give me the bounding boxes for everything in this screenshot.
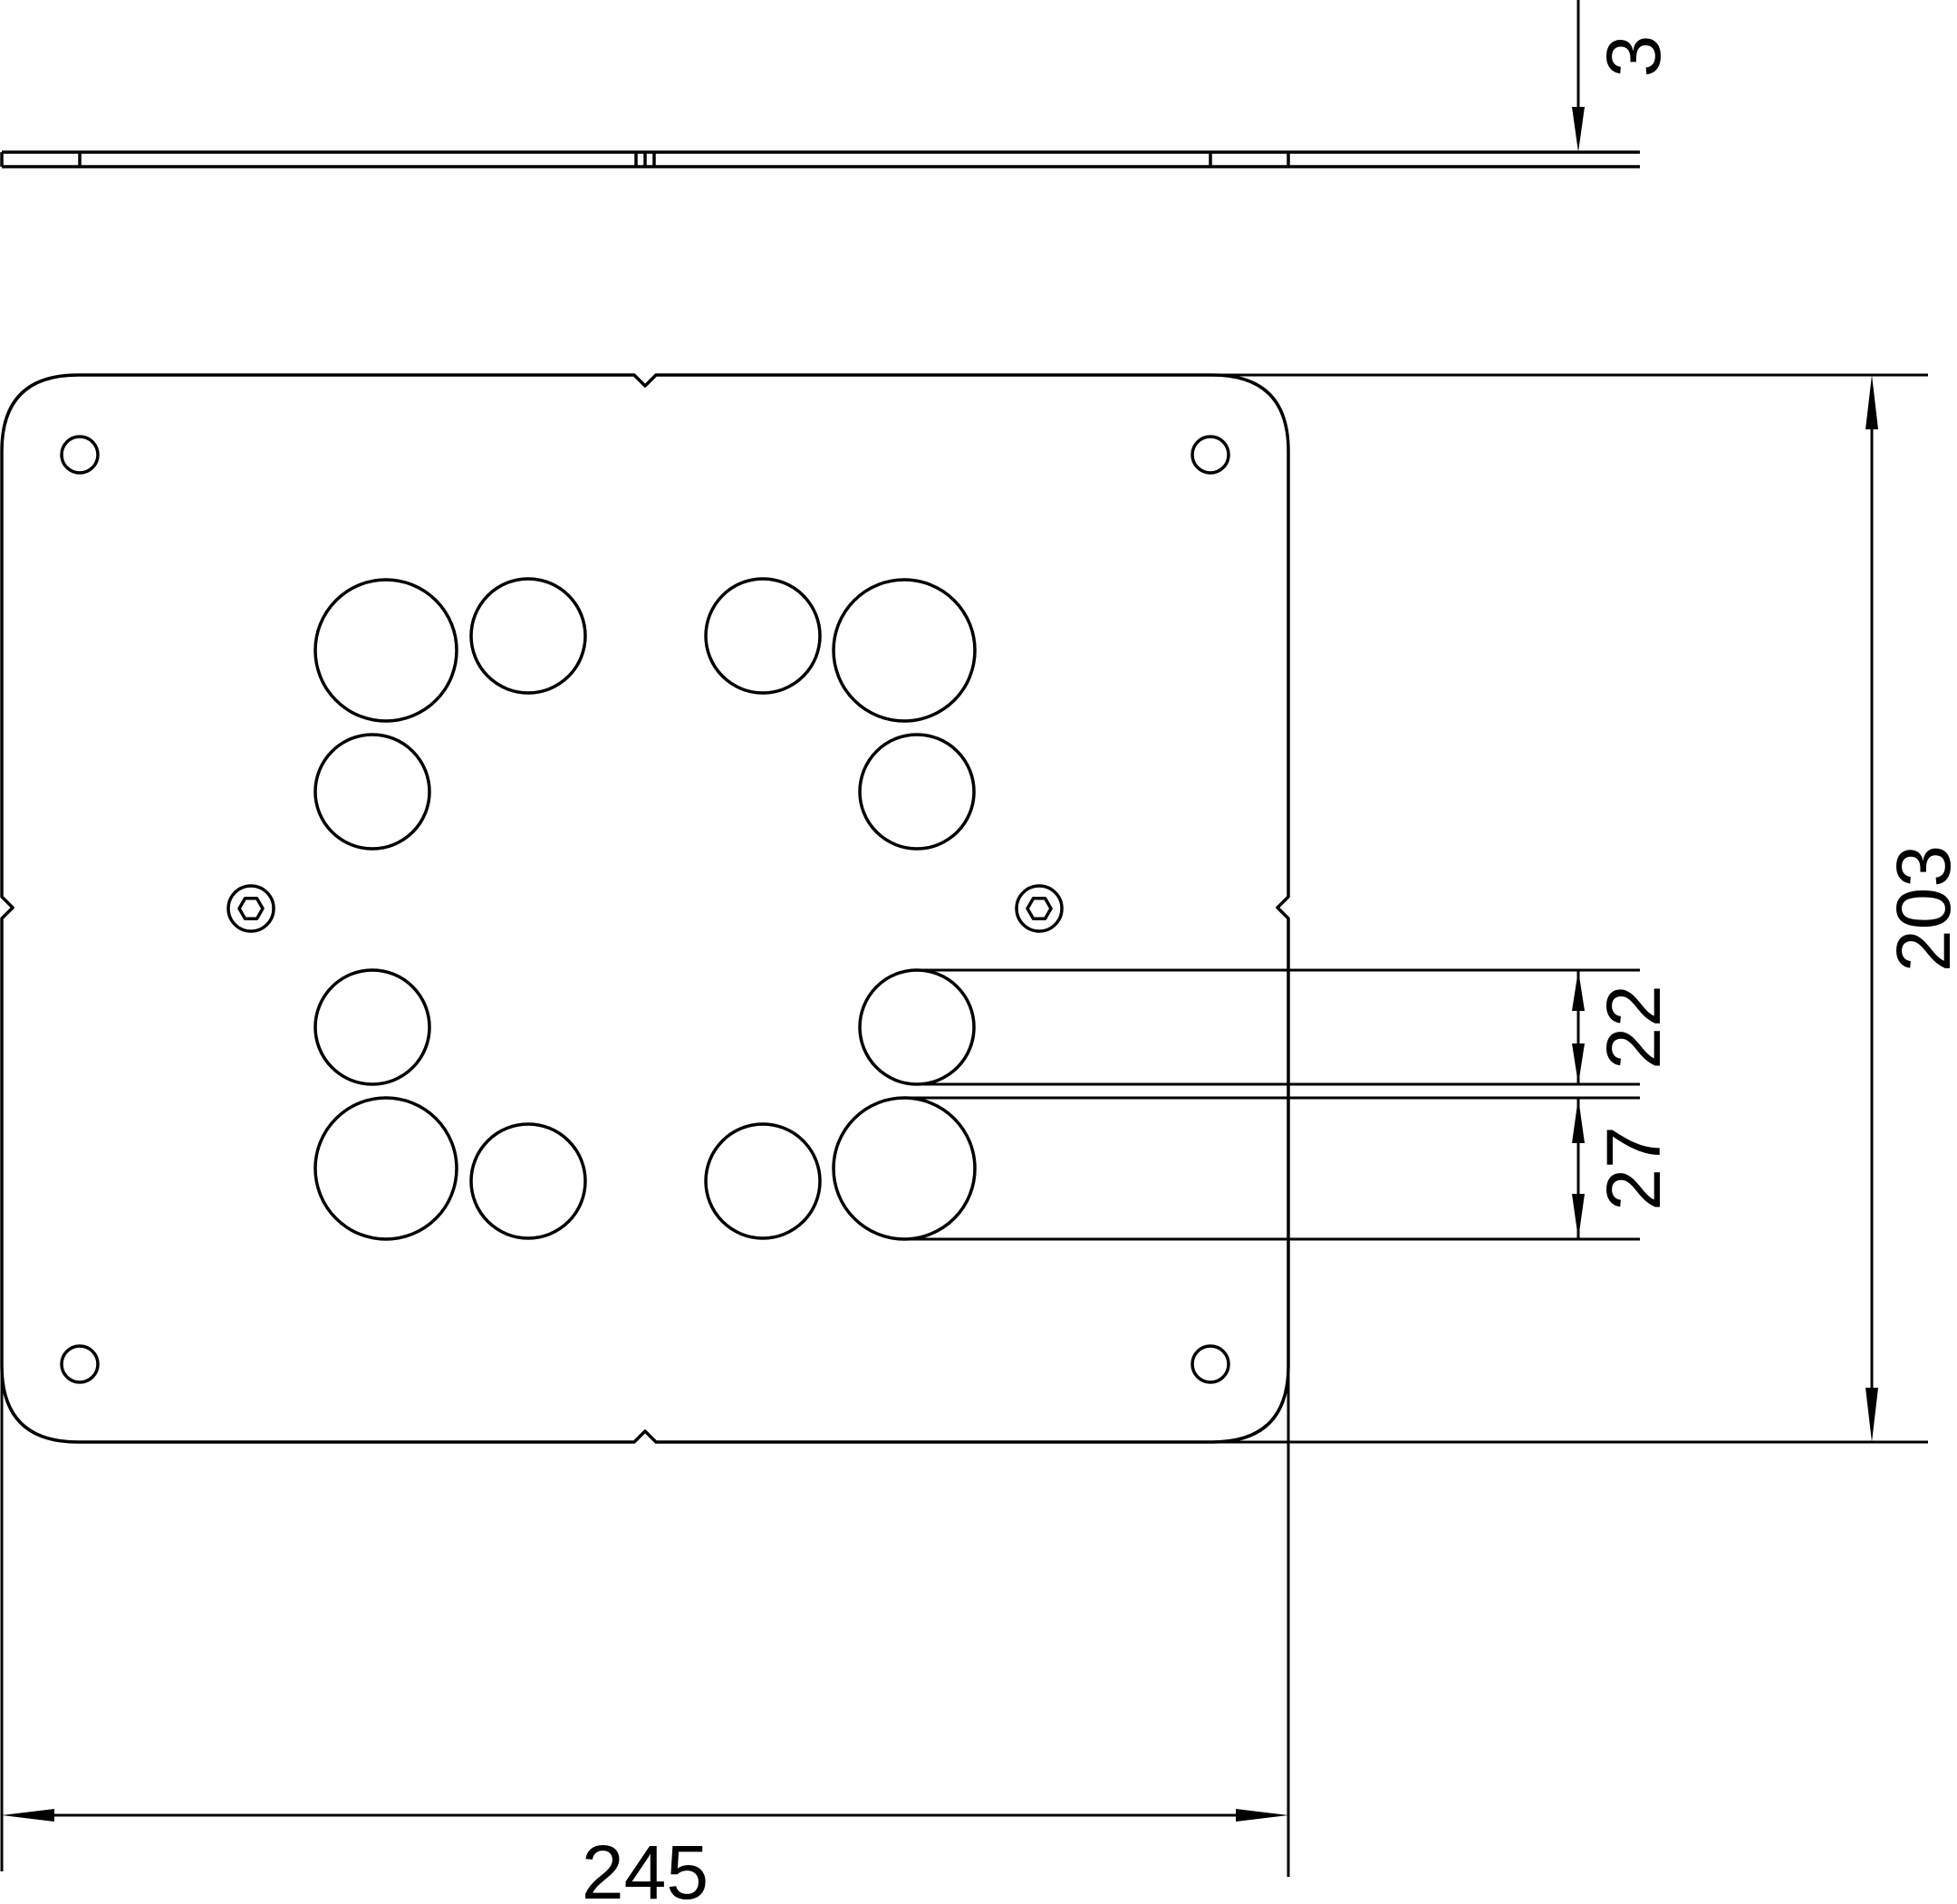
mounting-hole-bottom-left	[60, 1344, 100, 1384]
width-dimension: 245	[0, 918, 1290, 1904]
width-label: 245	[582, 1830, 709, 1904]
cable-hole-small	[313, 733, 431, 851]
cable-hole-small	[469, 577, 587, 695]
cable-hole-large	[313, 578, 458, 723]
hex-screw-right	[1015, 884, 1064, 933]
cable-hole-large	[832, 1096, 977, 1241]
cable-hole-small	[313, 968, 431, 1086]
height-label: 203	[1881, 845, 1957, 972]
cable-hole-small	[704, 577, 822, 695]
mounting-hole-top-left	[60, 435, 100, 475]
thickness-dimension: 3	[1572, 0, 1676, 152]
cable-hole-large	[313, 1096, 458, 1241]
cable-hole-small	[858, 968, 976, 1086]
plate-outline	[0, 373, 1290, 1444]
mounting-hole-top-right	[1191, 435, 1230, 475]
hole-large-label: 27	[1591, 1126, 1676, 1210]
mounting-hole-bottom-right	[1191, 1344, 1230, 1384]
hex-screw-left	[227, 884, 275, 933]
cable-hole-small	[704, 1122, 822, 1240]
thickness-label: 3	[1591, 35, 1676, 78]
cable-hole-large	[832, 578, 977, 723]
cable-hole-small	[858, 733, 976, 851]
front-view	[0, 373, 1290, 1444]
hole-small-label: 22	[1591, 985, 1676, 1069]
side-view	[0, 150, 1640, 168]
height-dimension: 203	[1212, 373, 1957, 1444]
hole-dimensions: 22 27	[904, 968, 1676, 1241]
cable-hole-small	[469, 1122, 587, 1240]
